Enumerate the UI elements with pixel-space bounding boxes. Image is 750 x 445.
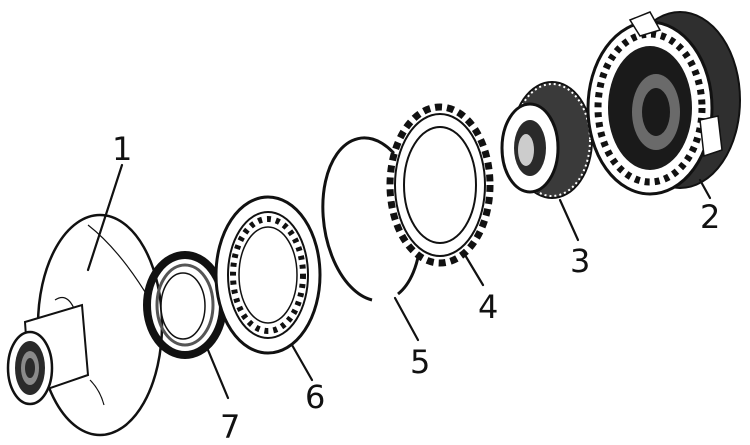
leader-2 [698, 178, 712, 200]
callout-1: 1 [112, 130, 132, 168]
part-3-bearing-hub [500, 81, 593, 199]
callout-labels: 1 2 3 4 5 6 7 [112, 130, 720, 445]
callout-2: 2 [700, 198, 720, 236]
part-2-clutch-drum [586, 11, 741, 196]
leader-4 [463, 253, 485, 287]
callout-3: 3 [570, 242, 590, 280]
leader-3 [558, 198, 580, 242]
callout-7: 7 [220, 408, 240, 445]
part-7-seal-ring [143, 251, 227, 359]
leader-5 [393, 296, 420, 342]
part-6-friction-disc [214, 195, 322, 355]
part-4-toothed-disc [386, 103, 494, 267]
leader-1 [86, 163, 124, 272]
leader-6 [290, 343, 314, 382]
callout-6: 6 [305, 378, 325, 416]
part-1-flange [6, 213, 164, 437]
callout-5: 5 [410, 343, 430, 381]
callout-4: 4 [478, 288, 498, 326]
leader-lines [86, 163, 712, 400]
leader-7 [206, 348, 230, 400]
